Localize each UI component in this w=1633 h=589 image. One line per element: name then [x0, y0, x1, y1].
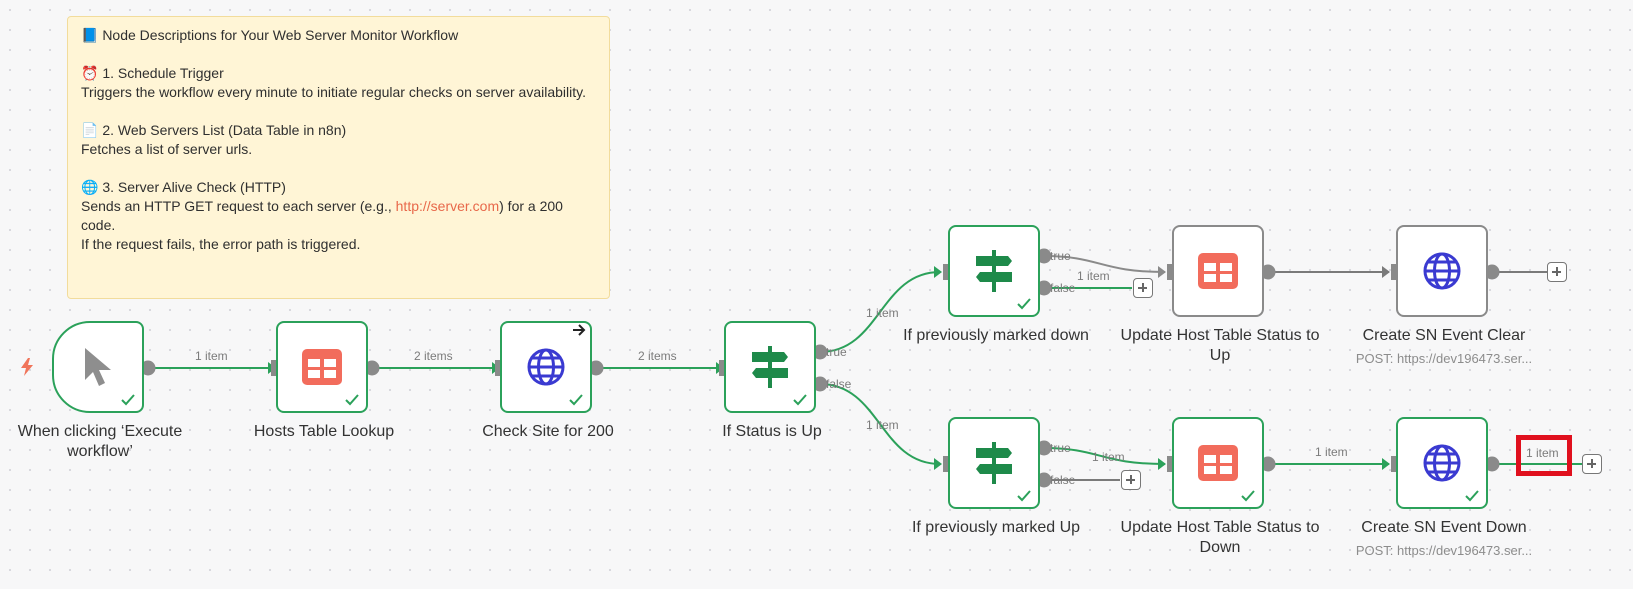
- branch-label-true: true: [826, 345, 847, 359]
- input-handles: [271, 264, 1397, 472]
- node-create-sn-event-clear[interactable]: [1396, 225, 1488, 317]
- check-icon: [345, 394, 359, 406]
- node-subtitle-clear: POST: https://dev196473.ser...: [1355, 351, 1533, 366]
- add-node-button[interactable]: [1582, 454, 1602, 474]
- node-label-trigger: When clicking ‘Execute workflow’: [17, 423, 183, 460]
- signpost-icon: [976, 442, 1012, 484]
- note-heading-servers: 📄 2. Web Servers List (Data Table in n8n…: [81, 122, 347, 138]
- cursor-icon: [85, 348, 111, 386]
- node-label-check: Check Site for 200: [482, 423, 614, 440]
- globe-icon: [1423, 444, 1461, 482]
- node-if-status-up[interactable]: [724, 321, 816, 413]
- note-heading-schedule: ⏰ 1. Schedule Trigger: [81, 65, 224, 81]
- arrow-right-icon: [573, 324, 586, 336]
- node-subtitle-down: POST: https://dev196473.ser...: [1355, 543, 1533, 558]
- wire-label-hosts-check: 2 items: [414, 349, 453, 363]
- check-icon: [1241, 490, 1255, 502]
- branch-label-false: false: [1050, 473, 1076, 487]
- wire-label-ifup-true: 1 item: [866, 306, 899, 320]
- wire-ifup-true: [819, 271, 941, 353]
- node-manual-trigger[interactable]: [52, 321, 144, 413]
- note-text-servers: Fetches a list of server urls.: [81, 141, 253, 157]
- node-label-updup: Update Host Table Status to Up: [1120, 327, 1320, 364]
- wire-prevdown-true: [1043, 255, 1166, 273]
- node-update-status-up[interactable]: [1172, 225, 1264, 317]
- check-icon: [1017, 490, 1031, 502]
- add-node-button[interactable]: [1547, 262, 1567, 282]
- highlight-box: [1516, 435, 1572, 476]
- node-check-site[interactable]: [500, 321, 592, 413]
- globe-icon: [527, 348, 565, 386]
- check-icon: [1465, 490, 1479, 502]
- signpost-icon: [976, 250, 1012, 292]
- table-icon: [1198, 253, 1238, 289]
- branch-label-true: true: [1050, 441, 1071, 455]
- check-icon: [569, 394, 583, 406]
- wire-label-down-out: 1 item: [1526, 446, 1559, 460]
- check-icon: [121, 394, 135, 406]
- wire-label-trigger-hosts: 1 item: [195, 349, 228, 363]
- check-icon: [793, 394, 807, 406]
- add-node-button[interactable]: [1133, 278, 1153, 298]
- branch-label-false: false: [1050, 281, 1076, 295]
- node-label-upddown: Update Host Table Status to Down: [1120, 519, 1320, 556]
- note-heading-http: 🌐 3. Server Alive Check (HTTP): [81, 179, 286, 195]
- note-title: 📘 Node Descriptions for Your Web Server …: [81, 27, 459, 43]
- note-text-http-prefix: Sends an HTTP GET request to each server…: [81, 198, 396, 214]
- wire-label-prevup-true: 1 item: [1092, 450, 1125, 464]
- node-label-ifup: If Status is Up: [722, 423, 822, 440]
- output-handles: [140, 248, 1500, 488]
- bolt-icon: [21, 358, 33, 376]
- add-node-button[interactable]: [1121, 470, 1141, 490]
- wire-label-ifup-false: 1 item: [866, 418, 899, 432]
- node-label-clear: Create SN Event Clear: [1362, 327, 1526, 344]
- sticky-note[interactable]: 📘 Node Descriptions for Your Web Server …: [67, 16, 610, 299]
- note-link[interactable]: http://server.com: [395, 198, 500, 214]
- note-text-http: Sends an HTTP GET request to each server…: [81, 197, 596, 235]
- check-icon: [1017, 298, 1031, 310]
- node-if-previously-down[interactable]: [948, 225, 1040, 317]
- branch-label-true: true: [1050, 249, 1071, 263]
- note-text-http-suffix: ) for a 200 code.: [81, 198, 563, 233]
- note-text-error: If the request fails, the error path is …: [81, 236, 361, 252]
- branch-label-false: false: [826, 377, 852, 391]
- table-icon: [302, 349, 342, 385]
- node-create-sn-event-down[interactable]: [1396, 417, 1488, 509]
- node-label-hosts: Hosts Table Lookup: [253, 423, 395, 440]
- wire-label-check-ifup: 2 items: [638, 349, 677, 363]
- note-text-schedule: Triggers the workflow every minute to in…: [81, 84, 586, 100]
- table-icon: [1198, 445, 1238, 481]
- node-update-status-down[interactable]: [1172, 417, 1264, 509]
- node-label-down: Create SN Event Down: [1361, 519, 1527, 536]
- signpost-icon: [752, 346, 788, 388]
- globe-icon: [1423, 252, 1461, 290]
- node-if-previously-up[interactable]: [948, 417, 1040, 509]
- node-label-prevdown: If previously marked down: [903, 327, 1089, 344]
- wire-label-prevdown-false: 1 item: [1077, 269, 1110, 283]
- node-label-prevup: If previously marked Up: [911, 519, 1081, 536]
- wire-label-upddown-down: 1 item: [1315, 445, 1348, 459]
- wire-prevup-true: [1043, 447, 1166, 465]
- wire-ifup-false: [819, 383, 941, 465]
- node-hosts-table-lookup[interactable]: [276, 321, 368, 413]
